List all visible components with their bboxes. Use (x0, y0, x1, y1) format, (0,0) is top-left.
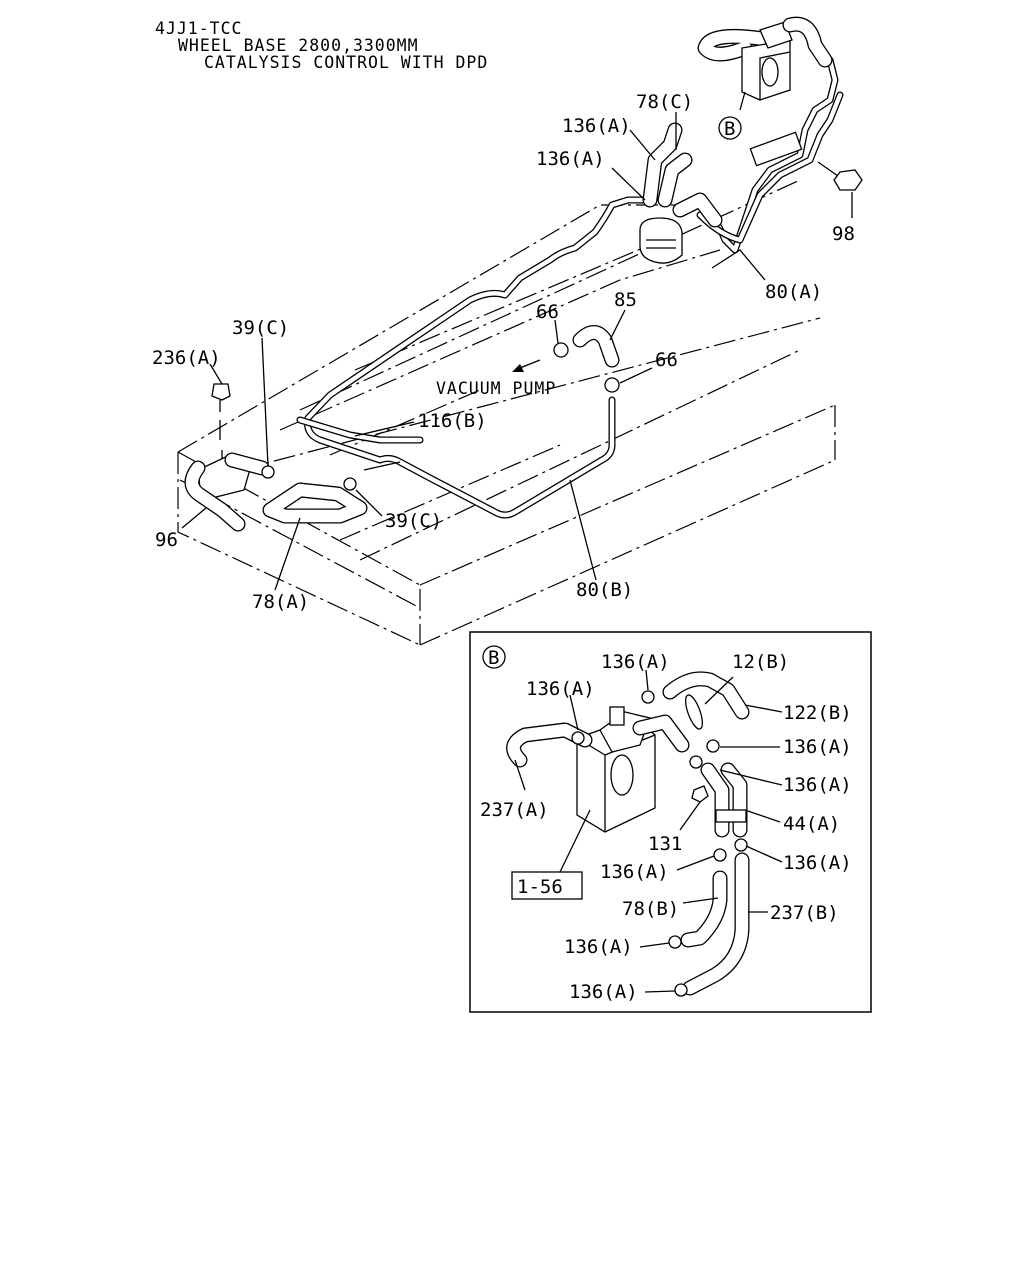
header-wheel-base: WHEEL BASE 2800,3300MM (178, 36, 419, 55)
callout-98: 98 (832, 223, 855, 245)
detail-ref-box (511, 871, 583, 900)
callout-66-right: 66 (655, 349, 678, 371)
callout-85: 85 (614, 289, 637, 311)
callout-78a: 78(A) (252, 591, 309, 613)
detail-callout-136a-5: 136(A) (600, 861, 669, 883)
detail-callout-136a-8: 136(A) (569, 981, 638, 1003)
left-bracket-assembly (184, 383, 401, 532)
diagram-header: 4JJ1-TCC WHEEL BASE 2800,3300MM CATALYSI… (155, 19, 488, 72)
detail-callout-44a: 44(A) (783, 813, 840, 835)
detail-b-circle-ring (482, 645, 506, 669)
detail-canister (576, 706, 690, 833)
vacuum-pipe-80b (304, 196, 654, 519)
detail-callout-136a-3: 136(A) (783, 736, 852, 758)
callout-b-circle-ring (718, 116, 742, 140)
top-canister-assembly (697, 16, 833, 101)
detail-callout-78b: 78(B) (622, 898, 679, 920)
detail-callout-136a-1: 136(A) (601, 651, 670, 673)
vacuum-tank-center (639, 122, 803, 264)
detail-callout-122b: 122(B) (783, 702, 852, 724)
vacuum-pipe-116b (296, 416, 424, 444)
header-model-code: 4JJ1-TCC (155, 19, 242, 38)
detail-callout-12b: 12(B) (732, 651, 789, 673)
detail-callout-136a-2: 136(A) (526, 678, 595, 700)
main-callouts: 78(C) 136(A) 136(A) B 98 80(A) 66 85 66 … (152, 91, 855, 613)
callout-136a-top: 136(A) (562, 115, 631, 137)
detail-callout-136a-7: 136(A) (564, 936, 633, 958)
callout-66-left: 66 (536, 301, 559, 323)
detail-leader-lines (514, 669, 783, 993)
callout-39c-bottom: 39(C) (385, 510, 442, 532)
bolt-98 (817, 161, 863, 191)
detail-callout-131: 131 (648, 833, 682, 855)
callout-236a: 236(A) (152, 347, 221, 369)
detail-callout-237b: 237(B) (770, 902, 839, 924)
detail-callout-136a-6: 136(A) (783, 852, 852, 874)
callout-78c: 78(C) (636, 91, 693, 113)
callout-96: 96 (155, 529, 178, 551)
vacuum-pump-hose-85 (512, 325, 620, 393)
detail-clamps (571, 690, 748, 997)
detail-b-inset: B 136(A) 12(B) 136(A) 122(B) 136(A) 136(… (469, 631, 872, 1013)
callout-136a-mid: 136(A) (536, 148, 605, 170)
callout-39c-top: 39(C) (232, 317, 289, 339)
header-catalysis: CATALYSIS CONTROL WITH DPD (204, 53, 488, 72)
main-leader-lines (181, 91, 853, 591)
callout-80a: 80(A) (765, 281, 822, 303)
vacuum-pump-label: VACUUM PUMP (436, 379, 556, 398)
detail-callout-1-56: 1-56 (517, 876, 563, 898)
detail-b-circle: B (488, 647, 499, 669)
detail-callout-136a-4: 136(A) (783, 774, 852, 796)
callout-80b: 80(B) (576, 579, 633, 601)
callout-116b: 116(B) (418, 410, 487, 432)
callout-b-circle: B (724, 118, 735, 140)
detail-callout-237a: 237(A) (480, 799, 549, 821)
